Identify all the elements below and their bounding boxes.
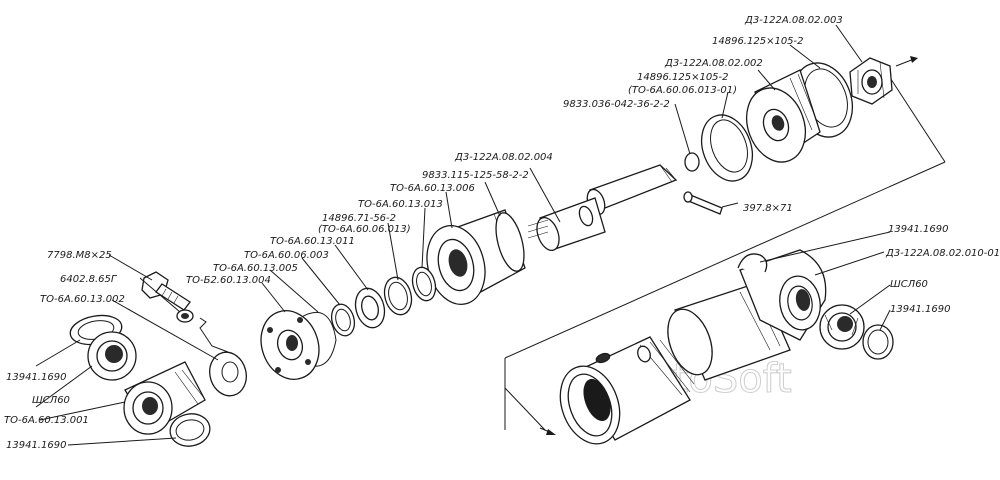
label-to-6a-60-13-001: ТО-6А.60.13.001 [4, 415, 89, 426]
spacer-washer-002 [209, 351, 247, 397]
right-retaining-ring [862, 324, 894, 360]
label-to-6a-60-13-006: ТО-6А.60.13.006 [390, 183, 475, 194]
seal-ring-71-56 [383, 276, 413, 316]
label-14896-125x105-2-a: 14896.125×105-2 [712, 36, 804, 47]
label-9833-115-125-58-2-2: 9833.115-125-58-2-2 [422, 170, 529, 181]
label-to-6a-60-13-013: ТО-6А.60.13.013 [358, 199, 443, 210]
label-d3-122a-08-02-010-01: Д3-122А.08.02.010-01 [885, 248, 1000, 259]
snap-ring-005 [299, 311, 337, 367]
label-14896-71-56-2: 14896.71-56-2 [322, 213, 396, 224]
label-to-6a-60-13-011: ТО-6А.60.13.011 [270, 236, 355, 247]
label-to-6a-60-06-013-01: (ТО-6А.60.06.013-01) [628, 85, 737, 96]
barrel-tube [559, 336, 695, 445]
label-ring-13941-left-top: 13941.1690 [6, 372, 66, 383]
split-pin [683, 191, 723, 215]
cover-flange [260, 310, 320, 380]
barrel-middle-tube [667, 281, 791, 381]
label-shsl60-right: ШСЛ60 [890, 279, 928, 290]
bolt-m8x25 [141, 271, 191, 311]
label-to-6a-60-13-002: ТО-6А.60.13.002 [40, 294, 125, 305]
spring-washer [176, 309, 194, 323]
piston [746, 69, 821, 163]
label-14896-125x105-2-b: 14896.125×105-2 [637, 72, 729, 83]
left-retaining-ring-bottom [169, 413, 211, 447]
o-ring-036-042 [684, 152, 700, 172]
eye-end-001 [123, 361, 206, 435]
castle-nut [849, 57, 893, 105]
gland-seal-115-125 [495, 212, 525, 272]
label-9833-036-042-36-2-2: 9833.036-042-36-2-2 [563, 99, 670, 110]
left-spherical-bearing [87, 331, 137, 381]
seal-ring-125x105-inner [700, 114, 754, 182]
part-labels: Д3-122А.08.02.003 14896.125×105-2 Д3-122… [4, 15, 1000, 451]
label-to-6a-60-13-005: ТО-6А.60.13.005 [213, 263, 298, 274]
gland-housing [426, 209, 526, 305]
label-d3-122a-08-02-003: Д3-122А.08.02.003 [744, 15, 843, 26]
piston-rod [527, 164, 678, 251]
seal-ring-013 [411, 266, 437, 302]
label-washer-6402: 6402.8.65Г [60, 274, 118, 285]
wiper-003 [330, 303, 356, 337]
label-d3-122a-08-02-004: Д3-122А.08.02.004 [454, 152, 553, 163]
label-pin-397: 397.8×71 [743, 203, 793, 214]
label-to-62-60-13-004: ТО-Б2.60.13.004 [186, 275, 271, 286]
label-bolt-7798: 7798.М8×25 [47, 250, 112, 261]
right-spherical-bearing [819, 304, 865, 350]
bushing-011 [354, 287, 386, 329]
label-ring-13941-right-top: 13941.1690 [888, 224, 948, 235]
label-to-6a-60-06-013: (ТО-6А.60.06.013) [318, 224, 411, 235]
label-shsl60-left: ШСЛ60 [32, 395, 70, 406]
label-d3-122a-08-02-002: Д3-122А.08.02.002 [664, 58, 763, 69]
label-ring-13941-left-bottom: 13941.1690 [6, 440, 66, 451]
barrel-clevis-end [737, 249, 827, 341]
cylinder-barrel-assembly [504, 249, 827, 445]
label-to-6a-60-06-003: ТО-6А.60.06.003 [244, 250, 329, 261]
label-ring-13941-right-bottom: 13941.1690 [890, 304, 950, 315]
leader-lines [35, 24, 891, 446]
